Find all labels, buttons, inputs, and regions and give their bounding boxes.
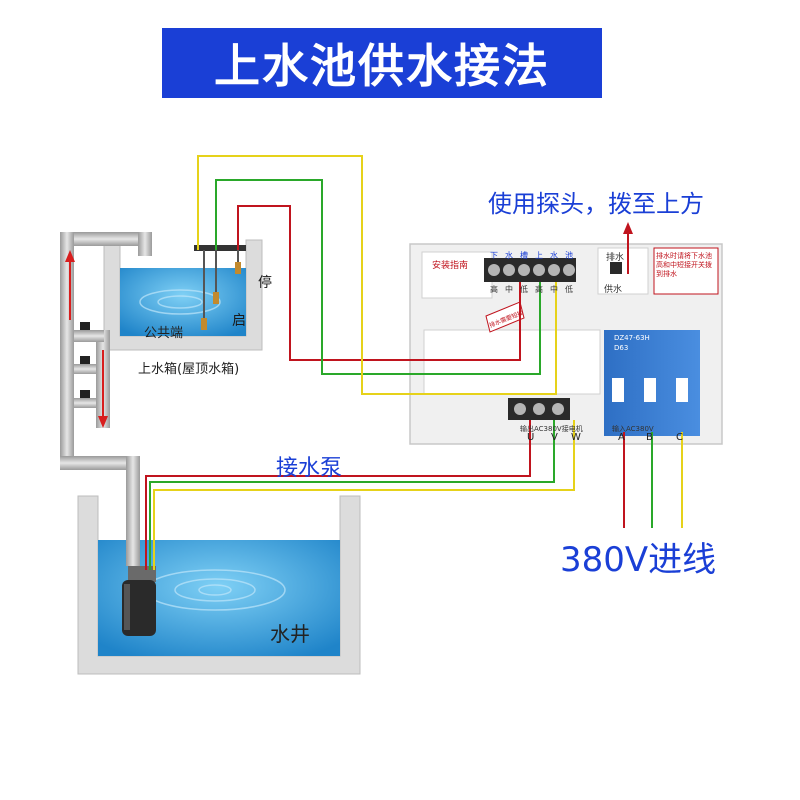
right-note: 排水时请将下水池高和中短接开关拨到排水 bbox=[656, 252, 712, 278]
switch-label-2: 供水 bbox=[604, 285, 623, 295]
pump-wires bbox=[145, 420, 575, 570]
terminal-bottom-label: 低 bbox=[520, 285, 528, 294]
probe-note-arrow bbox=[623, 222, 633, 274]
input-terminal-a: A bbox=[618, 432, 625, 443]
power-in-label: 380V进线 bbox=[560, 540, 717, 580]
controller-panel bbox=[409, 243, 723, 445]
well-label: 水井 bbox=[270, 622, 310, 646]
input-terminal-b: B bbox=[646, 432, 653, 443]
install-guide-label: 安装指南 bbox=[432, 261, 469, 271]
output-terminal-v: V bbox=[551, 432, 558, 443]
terminal-bottom-label: 高 bbox=[490, 285, 498, 294]
terminal-top-label: 槽 bbox=[520, 251, 528, 260]
public-end-label: 公共端 bbox=[144, 326, 184, 341]
output-label: 输出AC380V接电机 bbox=[520, 425, 583, 433]
input-wires bbox=[623, 432, 683, 528]
terminal-bottom-label: 中 bbox=[505, 285, 513, 294]
terminal-bottom-label: 中 bbox=[550, 285, 558, 294]
page-title: 上水池供水接法 bbox=[162, 28, 602, 98]
output-terminal-w: W bbox=[571, 432, 581, 443]
terminal-bottom-label: 低 bbox=[565, 285, 573, 294]
terminal-top-label: 水 bbox=[550, 251, 558, 260]
switch-label: 排水 bbox=[606, 253, 625, 263]
stop-label: 停 bbox=[258, 275, 272, 291]
probe-wires bbox=[197, 155, 557, 395]
well bbox=[77, 495, 361, 675]
output-terminal-u: U bbox=[527, 432, 535, 443]
upper-tank-label: 上水箱(屋顶水箱) bbox=[138, 362, 240, 377]
upper-tank bbox=[103, 239, 263, 351]
pump-wiring-label: 接水泵 bbox=[276, 456, 343, 481]
input-terminal-c: C bbox=[676, 432, 683, 443]
terminal-top-label: 池 bbox=[565, 251, 573, 260]
breaker-model: DZ47-63H bbox=[614, 334, 650, 342]
terminal-screws bbox=[488, 264, 575, 276]
input-label: 输入AC380V bbox=[612, 425, 654, 433]
probe-note-label: 使用探头，拨至上方 bbox=[488, 190, 704, 218]
flow-arrows bbox=[65, 250, 108, 428]
terminal-top-label: 下 bbox=[490, 251, 498, 260]
terminal-top-label: 水 bbox=[505, 251, 513, 260]
probe-rods bbox=[194, 245, 246, 330]
terminal-top-label: 上 bbox=[535, 251, 543, 260]
start-label: 启 bbox=[232, 313, 246, 329]
terminal-bottom-label: 高 bbox=[535, 285, 543, 294]
breaker-rating: D63 bbox=[614, 344, 629, 352]
